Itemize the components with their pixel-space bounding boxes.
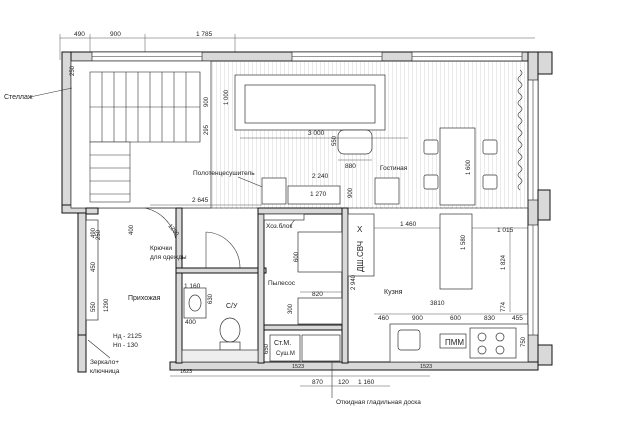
dim-2940: 2 940	[351, 274, 357, 290]
dim-650: 650	[264, 343, 270, 354]
dining-set: 1 600	[423, 127, 498, 206]
tv-unit	[287, 185, 341, 205]
dim-880: 880	[345, 163, 356, 170]
dim-400: 400	[129, 224, 135, 235]
label-towel-dryer: Полотенцесушитель	[193, 170, 255, 177]
sofa: 1 000	[224, 74, 386, 131]
label-living: Гостиная	[380, 165, 408, 172]
kitchen: 1 460 700 1 015 1 580 1 824 Кузня 2 940 …	[351, 213, 529, 363]
dim-300: 300	[288, 303, 294, 314]
label-shelf: Стеллаж	[4, 94, 33, 101]
label-x: X	[357, 225, 363, 234]
dim-450: 450	[91, 261, 97, 272]
dim-1600: 1 600	[466, 159, 472, 175]
oven-column: X ДШ.СВЧ	[347, 213, 375, 277]
dim-1580: 1 580	[461, 234, 467, 250]
armchair-left	[261, 177, 287, 205]
bottom-dimension-chain: 1623 1523 1523 870 120 1 160 Откидная гл…	[170, 362, 432, 406]
dim-top-490: 490	[74, 31, 85, 38]
label-washer: Ст.М.	[274, 340, 291, 347]
dim-bot-3: 1523	[420, 364, 432, 370]
dim-k-455: 455	[512, 315, 523, 322]
label-mirror-1: Зеркало+	[90, 359, 119, 366]
armchair-right	[374, 177, 400, 205]
dim-400b: 400	[185, 319, 196, 326]
dim-1160: 1 160	[184, 283, 201, 290]
dim-250: 250	[96, 229, 102, 240]
staircase: 900 295 250	[70, 60, 212, 209]
dim-k-750: 750	[521, 336, 527, 347]
dim-1824: 1 824	[501, 254, 507, 270]
dim-900b: 900	[348, 187, 354, 198]
label-oven: ДШ.СВЧ	[356, 241, 365, 272]
dim-820: 820	[312, 291, 323, 298]
dim-left-250: 250	[70, 65, 76, 76]
curtain	[517, 69, 523, 191]
dim-3000: 3 000	[308, 130, 325, 137]
dim-bot-1: 1623	[180, 369, 192, 375]
bathroom: 1 160 630 С/У 400	[181, 231, 259, 363]
dim-3810: 3810	[430, 300, 445, 307]
coffee-table	[337, 129, 373, 155]
dim-120: 120	[338, 379, 349, 386]
label-vacuum: Пылесос	[268, 280, 296, 287]
dim-1270: 1 270	[310, 191, 327, 198]
dim-2645: 2 645	[192, 197, 209, 204]
dim-k-900: 900	[412, 315, 423, 322]
dim-550: 550	[332, 135, 338, 146]
dim-stair-295: 295	[204, 124, 210, 135]
label-hooks-1: Крючки	[150, 245, 172, 252]
dim-2240: 2 240	[312, 173, 329, 180]
label-height-1: Нд - 2125	[113, 333, 142, 340]
dim-1290: 1290	[104, 298, 110, 312]
label-kitchen: Кузня	[384, 289, 403, 296]
label-dishwasher: ПММ	[445, 338, 464, 347]
dim-870: 870	[312, 379, 323, 386]
dim-490: 490	[91, 227, 97, 238]
dim-sofa-1000: 1 000	[224, 89, 230, 105]
label-bathroom: С/У	[226, 303, 238, 310]
hall: 490 250 400 450 550 1290 1290 Крючки для…	[85, 207, 187, 375]
label-ironing: Откидная гладильная доска	[336, 399, 421, 406]
dim-1015: 1 015	[497, 227, 514, 234]
dim-top-1785: 1 785	[196, 31, 213, 38]
dim-k-600: 600	[450, 315, 461, 322]
dim-bot-2: 1523	[292, 364, 304, 370]
label-hooks-2: для одежды	[150, 254, 187, 261]
dim-top-900: 900	[110, 31, 121, 38]
label-height-2: Нп - 130	[113, 342, 138, 349]
dim-550b: 550	[91, 301, 97, 312]
label-hall: Прихожая	[128, 295, 161, 302]
dim-1460: 1 460	[400, 221, 417, 228]
label-storage: Хоз.блок	[266, 222, 293, 230]
label-dryer: Суш.М	[276, 351, 295, 357]
dim-630: 630	[208, 293, 214, 304]
storage-block: Хоз.блок 600 Пылесос 820 300 Ст.М. Суш.М…	[263, 213, 343, 362]
dim-k-830: 830	[484, 315, 495, 322]
dim-k-460: 460	[378, 315, 389, 322]
dim-600: 600	[294, 251, 300, 262]
interior-walls	[85, 207, 349, 364]
dim-774: 774	[501, 301, 507, 312]
dim-stair-900: 900	[204, 96, 210, 107]
dim-1160b: 1 160	[358, 379, 375, 386]
top-dimension-chain: 490 900 1 785	[59, 31, 535, 60]
label-mirror-2: ключница	[90, 368, 120, 375]
